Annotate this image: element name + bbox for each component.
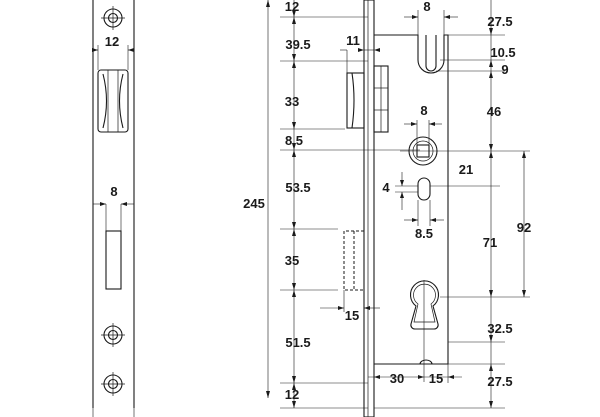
cylinder-profile bbox=[409, 280, 440, 382]
bottom-notch bbox=[419, 359, 433, 365]
dim-cylinder-offset-label: 15 bbox=[429, 371, 443, 386]
dim-39-5-label: 39.5 bbox=[285, 37, 310, 52]
dim-spindle-face: 8 bbox=[93, 184, 134, 231]
dim-tongue-offset-label: 8.5 bbox=[415, 226, 433, 241]
dim-53-5-label: 53.5 bbox=[285, 180, 310, 195]
deadbolt-dashed bbox=[343, 230, 364, 291]
dim-8-5-label: 8.5 bbox=[285, 133, 303, 148]
left-stack-dimensions: 12 39.5 33 8.5 53.5 35 51.5 12 bbox=[280, 0, 420, 409]
overall-height-label: 245 bbox=[243, 196, 265, 211]
dim-cylinder-offset: 15 bbox=[424, 364, 462, 386]
dim-backset: 30 bbox=[368, 371, 424, 386]
dim-9-label: 9 bbox=[501, 62, 508, 77]
dim-latch-depth-label: 11 bbox=[346, 33, 360, 48]
screw-hole-middle bbox=[101, 323, 125, 347]
case-outline bbox=[374, 34, 449, 365]
top-slot bbox=[425, 35, 437, 72]
dim-deadbolt-projection-label: 15 bbox=[345, 308, 359, 323]
dim-bottom-27-5-label: 27.5 bbox=[487, 374, 512, 389]
dim-spindle-square-label: 8 bbox=[420, 103, 427, 118]
dim-10-5-label: 10.5 bbox=[490, 45, 515, 60]
overall-height-dimension: 245 bbox=[243, 0, 270, 398]
dim-face-width: 12 bbox=[92, 34, 134, 70]
dim-bottom-12-label: 12 bbox=[285, 387, 299, 402]
dim-33-label: 33 bbox=[285, 94, 299, 109]
right-stack-dimensions: 27.5 10.5 9 46 21 71 32.5 27.5 bbox=[374, 0, 530, 409]
dim-latch-depth: 11 bbox=[340, 33, 380, 73]
dim-tongue-offset: 8.5 bbox=[404, 200, 444, 241]
latch-aperture bbox=[97, 69, 129, 133]
dim-46-label: 46 bbox=[487, 104, 501, 119]
top-slot-dimensions: 8 bbox=[404, 0, 458, 35]
follower-slot: 4 bbox=[382, 172, 500, 210]
dim-backset-label: 30 bbox=[390, 371, 404, 386]
faceplate-front-view: 12 8 bbox=[92, 0, 135, 417]
dim-92-label: 92 bbox=[517, 220, 531, 235]
forend-plate bbox=[363, 0, 375, 417]
dim-spindle-face-label: 8 bbox=[110, 184, 117, 199]
dim-slot-width-label: 8 bbox=[423, 0, 430, 14]
lock-case-side-view: 11 8 4 bbox=[320, 0, 530, 417]
dim-spindle-to-cylinder-outer: 92 bbox=[517, 151, 531, 297]
screw-hole-bottom bbox=[101, 372, 125, 396]
dim-51-5-label: 51.5 bbox=[285, 335, 310, 350]
dim-tongue-label: 4 bbox=[382, 180, 390, 195]
dim-35-label: 35 bbox=[285, 253, 299, 268]
dim-face-width-label: 12 bbox=[105, 34, 119, 49]
dim-deadbolt-projection: 15 bbox=[320, 290, 380, 323]
deadbolt-aperture bbox=[105, 230, 122, 290]
dim-32-5-label: 32.5 bbox=[487, 321, 512, 336]
screw-hole-top bbox=[101, 6, 125, 30]
dim-71-label: 71 bbox=[483, 235, 497, 250]
dim-21-label: 21 bbox=[459, 162, 473, 177]
latch-bolt bbox=[346, 65, 389, 133]
dim-top-27-5-label: 27.5 bbox=[487, 14, 512, 29]
dim-top-12-label: 12 bbox=[285, 0, 299, 14]
spindle-hub bbox=[400, 136, 530, 166]
dim-spindle-square: 8 bbox=[404, 103, 442, 145]
